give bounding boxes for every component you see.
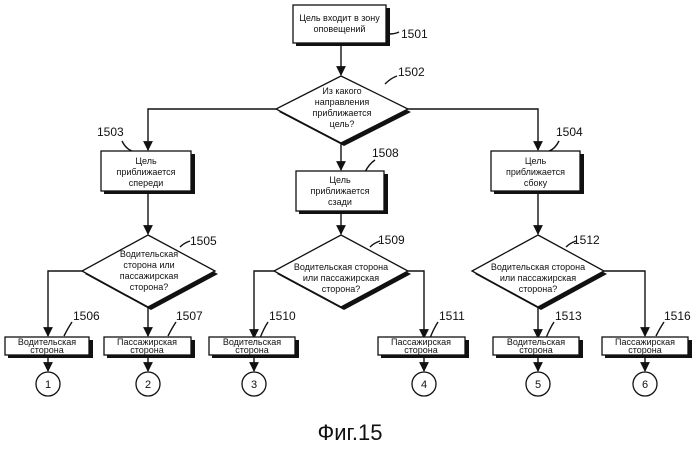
label-line: или пассажирская [500,273,576,283]
leader-1507 [168,322,176,336]
leader-1511 [430,322,438,338]
label-line: приближается [312,108,371,118]
terminal-label: 2 [145,379,151,391]
ref-1511: 1511 [439,309,465,323]
process-box-1504: Цель приближается сбоку [491,151,584,194]
label-line: Цель [525,156,547,166]
process-box-1508: Цель приближается сзади [296,171,388,214]
label-line: сторона или [123,260,174,270]
terminal-label: 4 [421,379,427,391]
process-box-1513: Водительская сторона [493,337,583,358]
leader-1505 [180,241,190,247]
label-line: направления [315,97,370,107]
leader-1516 [656,322,664,336]
terminal-4: 4 [412,372,436,396]
leader-1510 [260,322,268,338]
process-box-1510: Водительская сторона [209,337,299,358]
label-line: Водительская сторона [491,262,585,272]
label-line: сторона [519,345,553,355]
label-line: цель? [330,119,355,129]
label-line: Цель [329,175,351,185]
ref-1513: 1513 [555,309,582,323]
ref-1505: 1505 [190,234,217,248]
process-box-1506: Водительская сторона [5,337,93,358]
label-line: Цель [135,156,157,166]
process-box-1516: Пассажирская сторона [602,337,692,358]
label-line: сбоку [524,178,548,188]
leader-1504 [549,141,559,151]
label-line: приближается [116,167,175,177]
label-line: сзади [328,197,352,207]
ref-1509: 1509 [378,233,405,247]
terminal-3: 3 [242,372,266,396]
ref-1510: 1510 [269,309,296,323]
ref-1504: 1504 [556,125,583,139]
terminal-5: 5 [526,372,550,396]
label-line: Водительская [120,249,178,259]
decision-1502: Из какого направления приближается цель? [276,76,411,146]
terminal-1: 1 [36,372,60,396]
process-box-1511: Пассажирская сторона [378,337,469,358]
terminal-label: 5 [535,379,541,391]
ref-1501: 1501 [401,27,428,41]
leader-1513 [546,322,554,338]
terminal-label: 6 [642,379,648,391]
label-line: сторона [628,345,662,355]
terminal-label: 1 [45,379,51,391]
label-line: Цель входит в зону [299,13,380,23]
ref-1502: 1502 [398,65,425,79]
label-line: сторона? [322,284,361,294]
figure-caption: Фиг.15 [318,420,383,445]
label-line: или пассажирская [303,273,379,283]
terminal-label: 3 [251,379,257,391]
start-box-1501: Цель входит в зону оповещений [293,5,390,46]
label-line: приближается [506,167,565,177]
label-line: пассажирская [120,271,179,281]
label-line: сторона [130,345,164,355]
ref-1507: 1507 [176,309,203,323]
leader-1502 [385,76,397,84]
edge-1505-1506 [48,271,82,336]
ref-1516: 1516 [664,309,691,323]
process-box-1507: Пассажирская сторона [104,337,195,358]
ref-1508: 1508 [372,146,399,160]
label-line: сторона [235,345,269,355]
leader-1506 [64,322,72,336]
label-line: спереди [129,178,163,188]
edge-1509-1511 [408,271,424,338]
label-line: сторона? [519,284,558,294]
label-line: Водительская сторона [294,262,388,272]
label-line: сторона [30,345,64,355]
label-line: сторона? [130,282,169,292]
edge-1502-1504 [408,109,538,150]
process-box-1503: Цель приближается спереди [101,151,195,194]
ref-1512: 1512 [573,233,600,247]
edge-1512-1516 [604,271,645,336]
label-line: сторона [404,345,438,355]
leader-1501 [389,32,399,34]
terminal-6: 6 [633,372,657,396]
leader-1503 [122,141,132,151]
label-line: Из какого [322,86,361,96]
label-line: приближается [310,186,369,196]
label-line: оповещений [314,24,366,34]
terminal-2: 2 [136,372,160,396]
edge-1502-1503 [148,109,276,150]
ref-1503: 1503 [97,125,124,139]
leader-1508 [365,160,375,172]
ref-1506: 1506 [73,309,100,323]
